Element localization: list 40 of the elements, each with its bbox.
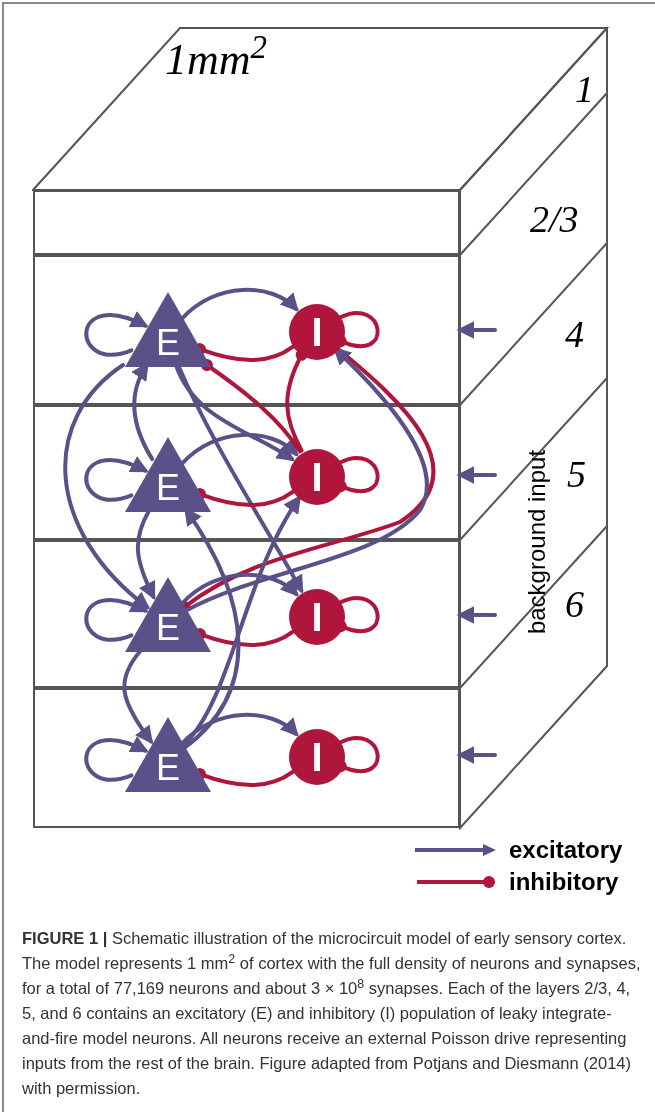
layer-number: 5 xyxy=(567,455,586,493)
excitatory-arrow xyxy=(180,287,299,321)
population-label: E xyxy=(155,610,181,646)
excitatory-arrow xyxy=(456,321,497,339)
excitatory-arrow xyxy=(456,466,497,484)
layer-number: 6 xyxy=(565,585,584,623)
excitatory-arrow xyxy=(63,363,151,610)
excitatory-population-triangle xyxy=(125,577,211,652)
excitatory-arrow xyxy=(456,746,497,764)
population-label: E xyxy=(155,470,181,506)
population-label: E xyxy=(155,750,181,786)
layer-band xyxy=(33,255,460,405)
area-label: 1mm$^{2}$ xyxy=(165,38,268,82)
axis-text: background input xyxy=(525,448,549,637)
excitatory-population-triangle xyxy=(125,437,211,512)
inhibitory-connection xyxy=(200,359,302,454)
figure-caption: FIGURE 1 | Schematic illustration of the microcircuit model of early sensory cortex. The model represents 1 mm$^{2}$ of cortex with the full density of neurons and synapses, for a total of 77,169 neurons and about 3 × 10$^{8}$ synapses. Each of the layers 2/3, 4, 5, and 6 contains an excitatory (E) and inhibitory (I) population of leaky integrate-and-fire model neurons. All neurons receive an external Poisson drive representing inputs from the rest of the brain. Figure adapted from Potjans and Diesmann (2014) with permission. xyxy=(22,928,642,1099)
layer-number: 1 xyxy=(575,70,594,108)
excitatory-arrow xyxy=(180,572,299,606)
excitatory-population-triangle xyxy=(125,717,211,792)
layer-number: 4 xyxy=(565,315,584,353)
layer-band xyxy=(33,405,460,540)
excitatory-arrow xyxy=(456,606,497,624)
layer-band xyxy=(33,190,460,255)
legend-label: inhibitory xyxy=(509,870,619,894)
population-label: I xyxy=(311,597,323,637)
population-label: I xyxy=(311,737,323,777)
excitatory-arrow xyxy=(84,596,149,642)
population-label: E xyxy=(155,325,181,361)
excitatory-arrow xyxy=(84,456,149,502)
excitatory-population-triangle xyxy=(125,292,211,367)
legend-label: excitatory xyxy=(509,838,623,862)
excitatory-arrow xyxy=(84,736,149,782)
population-label: I xyxy=(311,312,323,352)
layer-band xyxy=(33,688,460,828)
excitatory-arrow xyxy=(84,311,149,357)
layer-number: 2/3 xyxy=(530,200,579,238)
population-label: I xyxy=(311,457,323,497)
excitatory-arrow xyxy=(180,432,299,466)
layer-band xyxy=(33,540,460,688)
